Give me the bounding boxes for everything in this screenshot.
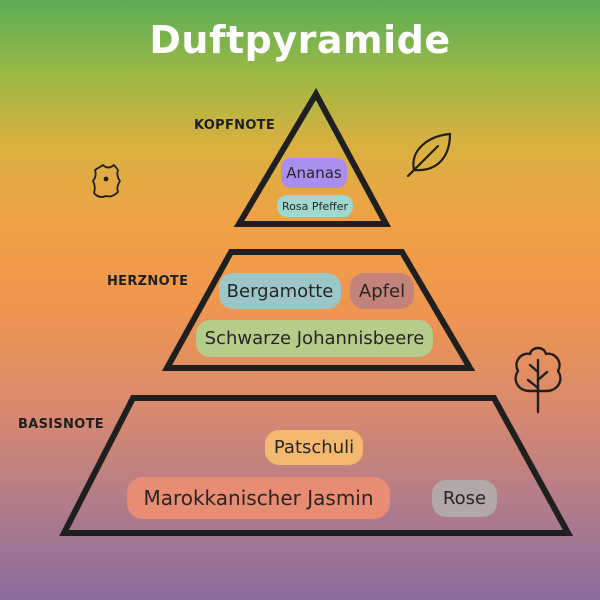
note-apfel: Apfel [350, 273, 414, 309]
page-title: Duftpyramide [149, 18, 451, 62]
middle-tier-outline [161, 249, 476, 371]
leaf-icon [406, 132, 452, 178]
top-tier-outline [233, 87, 392, 227]
note-rose: Rose [432, 480, 497, 517]
note-bergamotte: Bergamotte [219, 273, 341, 309]
note-ananas: Ananas [281, 158, 347, 188]
note-rosa-pfeffer: Rosa Pfeffer [277, 195, 353, 217]
leather-icon [92, 164, 121, 198]
tier-label-top: KOPFNOTE [194, 118, 276, 133]
note-patschuli: Patschuli [265, 430, 363, 465]
note-marokkanischer-jasmin: Marokkanischer Jasmin [127, 477, 390, 519]
note-schwarze-johannisbeere: Schwarze Johannisbeere [196, 320, 433, 357]
tier-label-middle: HERZNOTE [107, 274, 189, 289]
tier-label-base: BASISNOTE [18, 417, 104, 432]
tree-icon [514, 346, 562, 414]
base-tier-outline [59, 395, 574, 536]
